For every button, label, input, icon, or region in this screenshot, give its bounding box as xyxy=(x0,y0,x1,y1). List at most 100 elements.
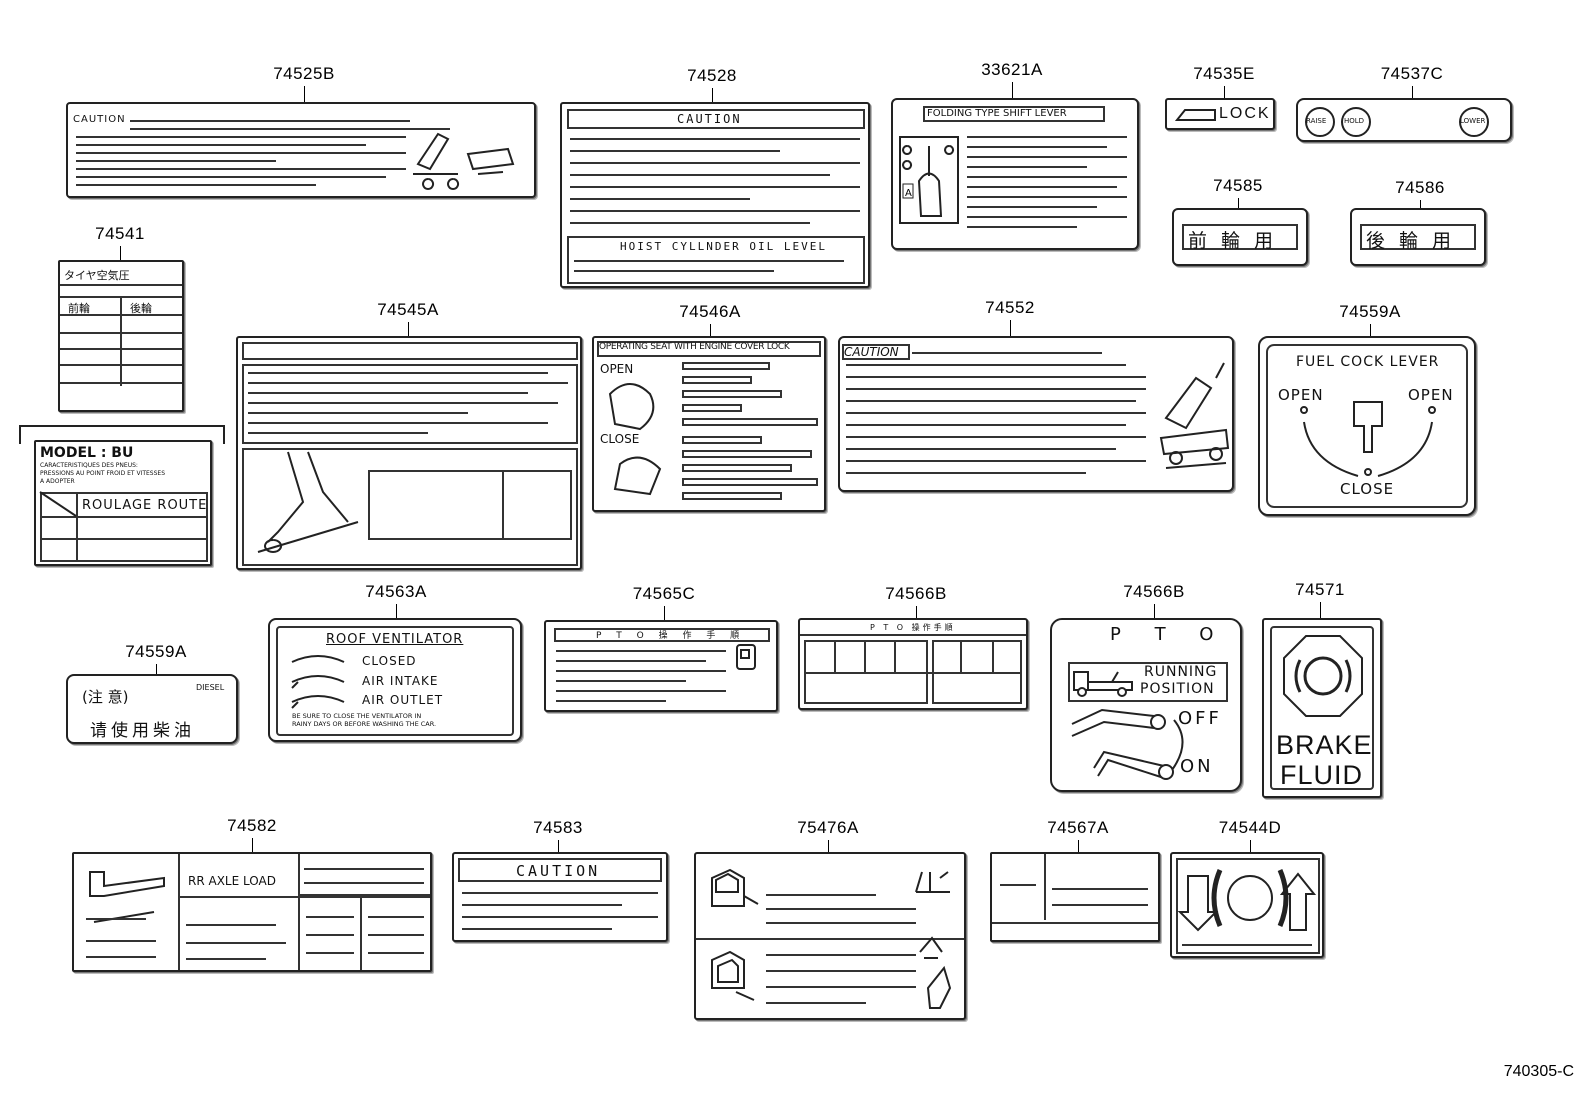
use-diesel-text: 请使用柴油 xyxy=(90,721,195,741)
part-number-74545A: 74545A xyxy=(377,300,439,319)
ventilator-note-2: RAINY DAYS OR BEFORE WASHING THE CAR. xyxy=(292,720,437,728)
label-33621A[interactable]: FOLDING TYPE SHIFT LEVER A xyxy=(891,98,1139,250)
label-74559A-fuel[interactable]: FUEL COCK LEVER OPEN OPEN CLOSE xyxy=(1258,336,1476,516)
leader-line xyxy=(1010,320,1011,336)
leader-line xyxy=(1250,840,1251,852)
lock-arrow-icon xyxy=(1174,109,1216,121)
part-number-75476A: 75476A xyxy=(797,818,859,837)
pto-procedure-title: P T O 操 作 手 順 xyxy=(596,631,746,641)
label-74559A-diesel[interactable]: (注 意) DIESEL 请使用柴油 xyxy=(66,674,238,744)
leader-line xyxy=(120,246,121,260)
part-number-74582: 74582 xyxy=(227,816,277,835)
label-74541[interactable]: タイヤ空気圧 前輪 後輪 xyxy=(58,260,184,412)
label-74552[interactable]: CAUTION xyxy=(838,336,1234,492)
label-74545A[interactable] xyxy=(236,336,582,570)
hoist-subtitle: HOIST CYLLNDER OIL LEVEL xyxy=(620,240,827,253)
cab-door-icon xyxy=(711,868,759,907)
close-heading: CLOSE xyxy=(600,432,640,446)
label-74544D[interactable] xyxy=(1170,852,1324,958)
seat-lever-icon xyxy=(711,950,755,1001)
part-number-74559A-fuel: 74559A xyxy=(1339,302,1401,321)
leader-line xyxy=(396,604,397,618)
model-line-1: CARACTERISTIQUES DES PNEUS: xyxy=(40,462,138,469)
part-number-74566B-pto: 74566B xyxy=(1123,582,1185,601)
leader-line xyxy=(664,606,665,620)
part-number-74537C: 74537C xyxy=(1380,64,1444,83)
closed-text: CLOSED xyxy=(362,654,417,668)
raise-button-label: RAISE xyxy=(1306,117,1327,125)
part-number-74535E: 74535E xyxy=(1193,64,1255,83)
lever-steps-icon xyxy=(915,871,952,1009)
leader-line xyxy=(1224,86,1225,98)
pto-title: P T O xyxy=(1110,624,1228,645)
rear-col-header: 後輪 xyxy=(130,302,152,315)
label-75476A[interactable] xyxy=(694,852,966,1020)
fuel-cock-title: FUEL COCK LEVER xyxy=(1296,354,1440,370)
roof-ventilator-title: ROOF VENTILATOR xyxy=(326,632,464,647)
dump-control-icon xyxy=(1177,869,1317,932)
lower-button-label: LOWER xyxy=(1460,117,1486,125)
part-number-74544D: 74544D xyxy=(1218,818,1282,837)
ventilator-position-icons xyxy=(291,655,345,709)
raise-hold-lower-icons xyxy=(1305,107,1489,137)
brake-text: BRAKE xyxy=(1276,730,1373,760)
front-col-header: 前輪 xyxy=(68,302,90,315)
label-74537C[interactable]: RAISE HOLD LOWER xyxy=(1296,98,1512,142)
roulage-route-cell: ROULAGE ROUTE xyxy=(82,498,208,513)
label-74582[interactable]: RR AXLE LOAD xyxy=(72,852,432,972)
label-74586[interactable]: 後輪用 xyxy=(1350,208,1486,266)
leader-line xyxy=(1370,324,1371,336)
label-74546A[interactable]: OPERATING SEAT WITH ENGINE COVER LOCK OP… xyxy=(592,336,826,512)
leader-line xyxy=(710,324,711,336)
label-model-bu[interactable]: MODEL : BU CARACTERISTIQUES DES PNEUS: P… xyxy=(34,440,212,566)
label-74528[interactable]: CAUTION HOIST CYLLNDER OIL LEVEL xyxy=(560,102,870,288)
part-number-74571: 74571 xyxy=(1295,580,1345,599)
tire-pressure-title: タイヤ空気圧 xyxy=(64,269,130,282)
label-74567A[interactable] xyxy=(990,852,1160,942)
model-title: MODEL : BU xyxy=(40,445,134,461)
leader-line xyxy=(252,838,253,852)
leader-line xyxy=(304,86,305,102)
notice-text: (注 意) xyxy=(82,688,129,706)
part-number-74566B-table: 74566B xyxy=(885,584,947,603)
label-74535E[interactable]: LOCK xyxy=(1165,98,1275,130)
label-74525B[interactable]: CAUTION xyxy=(66,102,536,198)
leader-line xyxy=(1238,198,1239,208)
bracket-line xyxy=(19,425,225,444)
svg-text:A: A xyxy=(905,188,912,199)
part-number-74541: 74541 xyxy=(95,224,145,243)
hoist-arm-icon xyxy=(257,451,359,553)
leader-line xyxy=(712,88,713,102)
leader-line xyxy=(828,840,829,852)
leader-line xyxy=(1320,602,1321,618)
label-74563A[interactable]: ROOF VENTILATOR CLOSED AIR INTAKE AIR OU… xyxy=(268,618,522,742)
shift-lever-diagram-icon: A xyxy=(899,136,959,224)
label-74566B-pto[interactable]: P T O RUNNING POSITION OFF ON xyxy=(1050,618,1242,792)
label-74566B-table[interactable]: P T O 操作手順 xyxy=(798,618,1028,710)
dump-truck-icon xyxy=(413,132,515,190)
rear-wheel-text: 後輪用 xyxy=(1366,230,1466,252)
shift-lever-title: FOLDING TYPE SHIFT LEVER xyxy=(927,108,1067,119)
part-number-74563A: 74563A xyxy=(365,582,427,601)
label-74571[interactable]: BRAKE FLUID xyxy=(1262,618,1382,798)
lock-text: LOCK xyxy=(1219,105,1271,122)
part-number-33621A: 33621A xyxy=(981,60,1043,79)
seat-diagram-icon xyxy=(608,383,662,496)
label-74565C[interactable]: P T O 操 作 手 順 xyxy=(544,620,778,712)
label-74583[interactable]: CAUTION xyxy=(452,852,668,942)
air-intake-text: AIR INTAKE xyxy=(362,674,439,688)
seat-lock-title: OPERATING SEAT WITH ENGINE COVER LOCK xyxy=(599,342,790,352)
diagram-reference: 740305-C xyxy=(1503,1063,1574,1080)
caution-text: CAUTION xyxy=(677,112,742,126)
part-number-74525B: 74525B xyxy=(273,64,335,83)
close-text: CLOSE xyxy=(1340,480,1395,498)
part-number-74546A: 74546A xyxy=(679,302,741,321)
axle-load-icon xyxy=(89,871,165,923)
model-line-3: A ADOPTER xyxy=(40,478,75,485)
label-74585[interactable]: 前輪用 xyxy=(1172,208,1308,266)
pto-switch-icon xyxy=(736,644,756,670)
dump-truck-tilt-icon xyxy=(1159,362,1230,469)
fuel-lever-dial-icon xyxy=(1300,401,1436,477)
rr-axle-load-text: RR AXLE LOAD xyxy=(188,874,276,888)
leader-line xyxy=(1420,200,1421,208)
